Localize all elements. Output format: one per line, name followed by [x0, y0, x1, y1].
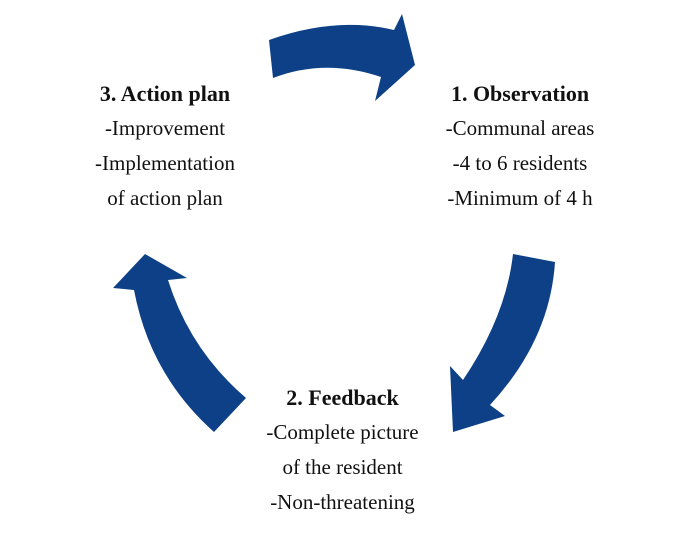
stage-observation: 1. Observation -Communal areas -4 to 6 r…: [405, 76, 635, 216]
stage-feedback-line: of the resident: [282, 455, 403, 479]
stage-action-plan-line: -Implementation: [95, 151, 235, 175]
stage-feedback: 2. Feedback -Complete picture of the res…: [225, 380, 460, 520]
stage-feedback-line: -Complete picture: [266, 420, 419, 444]
stage-observation-title: 1. Observation: [450, 81, 590, 106]
arrow-feedback-to-action: [113, 254, 246, 432]
stage-observation-line: -Communal areas: [445, 116, 595, 140]
stage-feedback-title: 2. Feedback: [286, 385, 399, 410]
stage-action-plan-line: -Improvement: [104, 116, 226, 140]
stage-observation-line: -4 to 6 residents: [452, 151, 588, 175]
stage-feedback-line: -Non-threatening: [270, 490, 415, 514]
stage-action-plan: 3. Action plan -Improvement -Implementat…: [60, 76, 270, 216]
stage-observation-line: -Minimum of 4 h: [447, 186, 593, 210]
arrow-observation-to-feedback: [450, 254, 555, 432]
stage-action-plan-line: of action plan: [107, 186, 223, 210]
stage-action-plan-title: 3. Action plan: [99, 81, 231, 106]
arrow-action-to-observation: [269, 14, 415, 101]
